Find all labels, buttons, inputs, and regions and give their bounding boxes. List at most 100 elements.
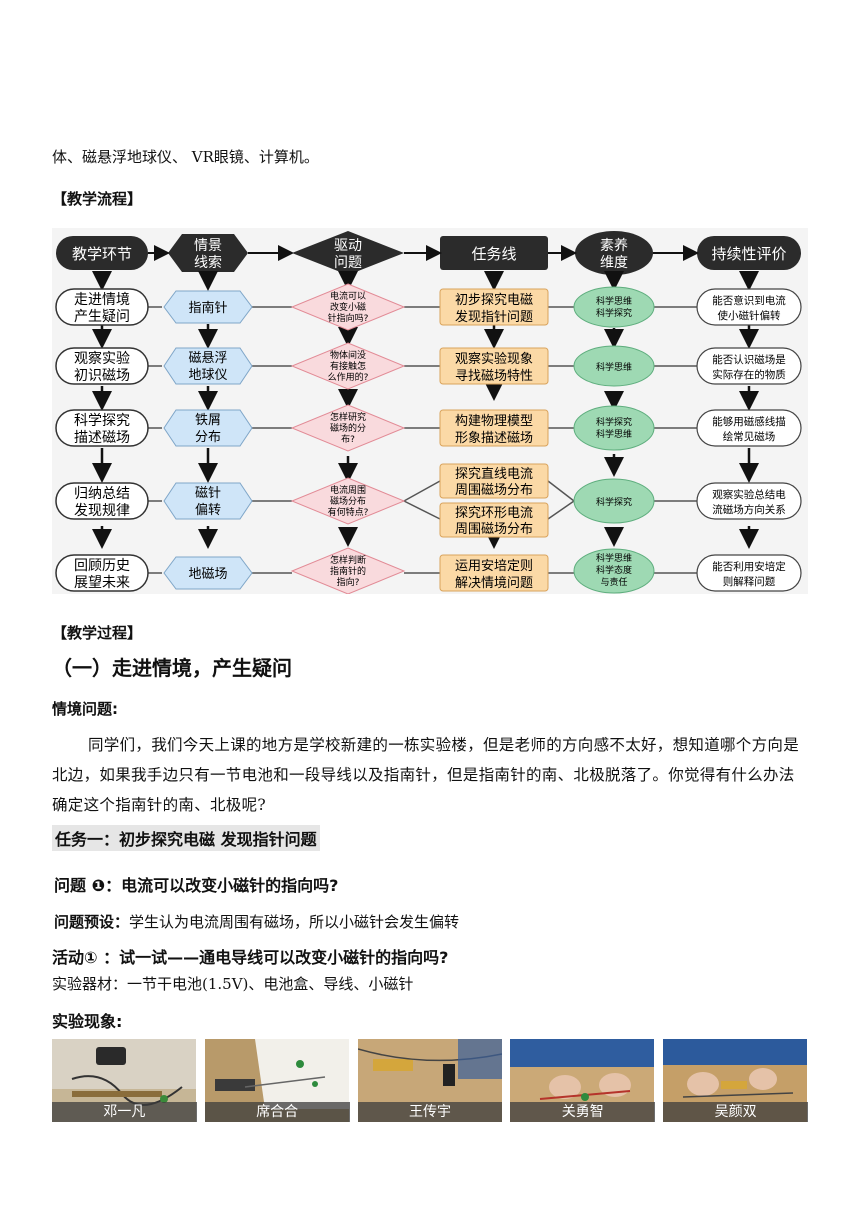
question-5-l2: 指南针的 xyxy=(330,565,366,577)
literacy-5-l1: 科学思维 xyxy=(596,552,632,564)
stage-node-5: 回顾历史 展望未来 xyxy=(55,554,149,592)
photo-caption-1: 邓一凡 xyxy=(52,1102,197,1122)
literacy-node-4: 科学探究 xyxy=(573,478,655,524)
literacy-1-l1: 科学思维 xyxy=(596,295,632,307)
clue-2-l2: 地球仪 xyxy=(188,368,227,383)
clue-node-5: 地磁场 xyxy=(163,556,253,590)
task-node-6: 运用安培定则 解决情境问题 xyxy=(439,554,549,592)
header-clue-text-1: 情景 xyxy=(194,238,222,254)
task-5-l2: 周围磁场分布 xyxy=(455,522,533,537)
literacy-5-l2: 科学态度 xyxy=(596,564,632,576)
clue-node-2: 磁悬浮 地球仪 xyxy=(163,347,253,385)
literacy-4-l1: 科学探究 xyxy=(596,496,632,508)
stage-2-l1: 观察实验 xyxy=(74,350,130,367)
task-2-l1: 观察实验现象 xyxy=(455,351,533,367)
clue-2-l1: 磁悬浮 xyxy=(188,351,227,366)
question-2-l1: 物体间没 xyxy=(330,349,366,361)
preset-line: 问题预设：学生认为电流周围有磁场，所以小磁针会发生偏转 xyxy=(54,911,459,932)
stage-4-l2: 发现规律 xyxy=(74,503,130,519)
eval-5-l2: 则解释问题 xyxy=(723,575,776,588)
clue-3-l2: 分布 xyxy=(195,430,221,445)
eval-4-l1: 观察实验总结电 xyxy=(712,488,786,501)
eval-node-4: 观察实验总结电 流磁场方向关系 xyxy=(696,482,802,520)
clue-4-l2: 偏转 xyxy=(195,503,221,518)
experiment-photo-3: 王传宇 xyxy=(357,1039,503,1122)
question-1-l3: 针指向吗? xyxy=(328,312,369,324)
question-node-3: 怎样研究 磁场的分 布? xyxy=(290,404,406,452)
header-question-text-2: 问题 xyxy=(334,255,362,271)
question-5-l1: 怎样判断 xyxy=(330,554,366,566)
literacy-1-l2: 科学探究 xyxy=(596,307,632,319)
teaching-flowchart: 教学环节 情景 线索 驱动 问题 任务线 素养 维度 持续性评价 xyxy=(52,228,808,595)
task-node-5: 探究环形电流 周围磁场分布 xyxy=(439,502,549,538)
header-literacy-text-1: 素养 xyxy=(600,238,628,254)
eval-2-l1: 能否认识磁场是 xyxy=(712,353,786,366)
header-question-text-1: 驱动 xyxy=(334,238,362,254)
question-3-l1: 怎样研究 xyxy=(330,411,366,423)
photo-caption-2: 席合合 xyxy=(204,1102,350,1122)
eval-1-l1: 能否意识到电流 xyxy=(712,294,786,307)
question-2-l2: 有接触怎 xyxy=(330,360,366,372)
literacy-3-l2: 科学思维 xyxy=(596,428,632,440)
eval-4-l2: 流磁场方向关系 xyxy=(712,503,786,516)
header-task: 任务线 xyxy=(440,236,548,270)
eval-3-l2: 绘常见磁场 xyxy=(723,430,776,443)
stage-4-l1: 归纳总结 xyxy=(74,485,130,502)
stage-node-2: 观察实验 初识磁场 xyxy=(55,347,149,385)
task-4-l1: 探究直线电流 xyxy=(455,467,533,482)
experiment-photo-2: 席合合 xyxy=(204,1039,350,1122)
preset-text: 学生认为电流周围有磁场，所以小磁针会发生偏转 xyxy=(129,913,460,931)
header-task-text: 任务线 xyxy=(471,245,516,263)
stage-2-l2: 初识磁场 xyxy=(74,367,130,384)
experiment-photo-5: 吴颜双 xyxy=(663,1039,808,1122)
task-4-l2: 周围磁场分布 xyxy=(455,483,533,498)
literacy-2-l1: 科学思维 xyxy=(596,361,632,373)
header-literacy-text-2: 维度 xyxy=(600,255,628,271)
stage-node-1: 走进情境 产生疑问 xyxy=(55,288,149,326)
question-node-5: 怎样判断 指南针的 指向? xyxy=(290,547,406,595)
clue-node-4: 磁针 偏转 xyxy=(163,482,253,520)
question-4-l1: 电流周围 xyxy=(330,484,366,496)
eval-5-l1: 能否利用安培定 xyxy=(712,560,786,573)
eval-1-l2: 使小磁针偏转 xyxy=(718,309,781,322)
eval-3-l1: 能够用磁感线描 xyxy=(712,415,786,428)
question-3-l2: 磁场的分 xyxy=(330,422,366,434)
header-clue: 情景 线索 xyxy=(168,234,248,272)
intro-text: 体、磁悬浮地球仪、 VR眼镜、计算机。 xyxy=(52,148,319,166)
stage-node-4: 归纳总结 发现规律 xyxy=(55,482,149,520)
stage-3-l2: 描述磁场 xyxy=(74,430,130,446)
question-node-2: 物体间没 有接触怎 么作用的? xyxy=(290,342,406,390)
task-3-l2: 形象描述磁场 xyxy=(455,431,533,446)
photo-caption-3: 王传宇 xyxy=(357,1102,503,1122)
task-node-3: 构建物理模型 形象描述磁场 xyxy=(439,409,549,447)
task-6-l1: 运用安培定则 xyxy=(455,558,533,574)
task-3-l1: 构建物理模型 xyxy=(455,414,533,429)
question-4-l3: 有何特点? xyxy=(328,506,369,518)
question-1-l1: 电流可以 xyxy=(330,290,366,302)
question-2-l3: 么作用的? xyxy=(328,371,369,383)
stage-3-l1: 科学探究 xyxy=(74,413,130,429)
preset-label: 问题预设： xyxy=(54,913,130,931)
photo-caption-4: 关勇智 xyxy=(510,1102,656,1122)
materials-line: 实验器材：一节干电池(1.5V)、电池盒、导线、小磁针 xyxy=(52,975,414,993)
clue-4-l1: 磁针 xyxy=(195,486,221,501)
task-node-2: 观察实验现象 寻找磁场特性 xyxy=(439,347,549,385)
question-1-l2: 改变小磁 xyxy=(330,301,366,313)
experiment-photos: 邓一凡 席合合 王传宇 关勇智 吴颜双 xyxy=(52,1039,808,1122)
activity1: 活动① ：试一试——通电导线可以改变小磁针的指向吗? xyxy=(52,948,449,967)
header-literacy: 素养 维度 xyxy=(575,231,653,275)
literacy-5-l3: 与责任 xyxy=(600,576,627,588)
question-4-l2: 磁场分布 xyxy=(330,495,366,507)
header-stage-text: 教学环节 xyxy=(72,245,132,263)
clue-3-l1: 铁屑 xyxy=(195,413,221,428)
eval-node-5: 能否利用安培定 则解释问题 xyxy=(696,554,802,592)
eval-node-3: 能够用磁感线描 绘常见磁场 xyxy=(696,409,802,447)
photo-caption-5: 吴颜双 xyxy=(663,1102,808,1122)
question-node-4: 电流周围 磁场分布 有何特点? xyxy=(290,477,406,525)
header-evaluation: 持续性评价 xyxy=(697,236,801,270)
question-5-l3: 指向? xyxy=(337,576,360,588)
literacy-node-3: 科学探究 科学思维 xyxy=(573,405,655,451)
task-node-1: 初步探究电磁 发现指针问题 xyxy=(439,288,549,326)
question1: 问题 ❶：电流可以改变小磁针的指向吗? xyxy=(54,876,339,895)
task-5-l1: 探究环形电流 xyxy=(455,506,533,521)
